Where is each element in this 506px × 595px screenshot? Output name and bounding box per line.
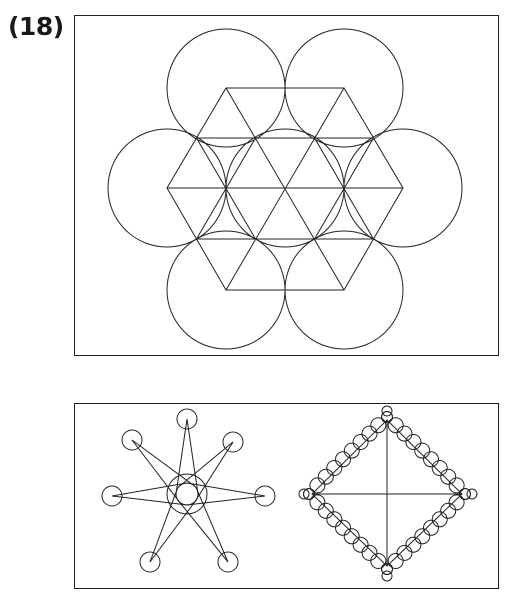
top-figure-frame xyxy=(74,15,499,356)
diamond-bead-circle xyxy=(414,442,431,459)
diamond-bead-circle xyxy=(326,511,343,528)
triangulation-line xyxy=(196,137,256,240)
top-figure xyxy=(74,15,499,356)
bottom-figure xyxy=(74,403,499,589)
star-center-inner-circle xyxy=(175,482,199,506)
diamond-bead-circle xyxy=(431,460,448,476)
triangulation-line xyxy=(314,137,374,240)
star-ray-line xyxy=(186,418,199,495)
diamond-bead-circle xyxy=(343,528,360,545)
diamond-tip-bead xyxy=(298,488,310,500)
hexagon-seven-circles-figure xyxy=(107,28,463,350)
diamond-bead-circle xyxy=(352,434,369,450)
star-ray-line xyxy=(149,499,198,563)
diamond-bead-circle xyxy=(317,502,334,519)
diamond-tip-bead xyxy=(381,405,393,417)
star-tip-circle xyxy=(222,431,244,453)
diamond-bead-circle xyxy=(405,434,422,450)
diamond-bead-circle xyxy=(459,488,471,500)
diamond-bead-circle xyxy=(423,451,439,468)
diamond-bead-circle xyxy=(381,411,393,423)
diamond-bead-circle xyxy=(423,519,439,536)
star-tip-circle xyxy=(217,551,239,573)
star-tip-circle xyxy=(101,485,123,507)
star-ray-line xyxy=(175,418,188,495)
diamond-bead-circle xyxy=(370,553,387,569)
diamond-bead-circle xyxy=(396,425,413,442)
star-ray-line xyxy=(131,439,195,487)
diamond-bead-circle xyxy=(361,544,378,561)
diamond-bead-circle xyxy=(431,511,448,528)
star-ray-line xyxy=(178,441,234,488)
diamond-bead-circle xyxy=(361,425,378,442)
diamond-bead-circle xyxy=(309,494,326,511)
star-ray-line xyxy=(177,499,229,563)
diamond-bead-circle xyxy=(317,468,334,485)
diamond-bead-border-figure xyxy=(298,405,478,582)
star-ray-line xyxy=(111,482,187,497)
diamond-bead-circle xyxy=(414,528,431,545)
diamond-tip-bead xyxy=(466,488,478,500)
diamond-bead-circle xyxy=(387,417,404,434)
star-tip-circle xyxy=(139,551,161,573)
star-ray-line xyxy=(195,488,229,563)
star-ray-line xyxy=(111,495,188,506)
diamond-bead-circle xyxy=(309,477,326,494)
problem-number-label: (18) xyxy=(8,12,64,41)
star-ray-line xyxy=(194,441,234,502)
bottom-figure-frame xyxy=(74,403,499,589)
diamond-bead-circle xyxy=(370,417,387,434)
diamond-bead-circle xyxy=(335,451,351,468)
star-ray-line xyxy=(149,488,178,563)
star-ray-line xyxy=(186,495,266,506)
star-tip-circle xyxy=(254,485,276,507)
diamond-bead-circle xyxy=(440,468,457,485)
diamond-bead-circle xyxy=(303,488,315,500)
diamond-bead-circle xyxy=(396,544,413,561)
diamond-bead-circle xyxy=(381,563,393,575)
star-tip-circle xyxy=(176,408,198,430)
diamond-bead-circle xyxy=(405,536,422,553)
star-tip-circle xyxy=(121,429,143,451)
diamond-tip-bead xyxy=(381,570,393,582)
star-center-outer-circle xyxy=(166,473,208,515)
diamond-bead-circle xyxy=(440,502,457,519)
diamond-bead-circle xyxy=(387,553,404,569)
seven-point-star-figure xyxy=(101,408,276,573)
triangulation-line xyxy=(225,87,345,291)
star-ray-line xyxy=(187,482,266,497)
diamond-bead-circle xyxy=(448,494,465,511)
diamond-bead-circle xyxy=(352,536,369,553)
diamond-bead-circle xyxy=(448,477,465,494)
diamond-bead-circle xyxy=(326,460,343,476)
diamond-bead-circle xyxy=(335,519,351,536)
diamond-bead-circle xyxy=(343,442,360,459)
star-ray-line xyxy=(131,439,180,503)
